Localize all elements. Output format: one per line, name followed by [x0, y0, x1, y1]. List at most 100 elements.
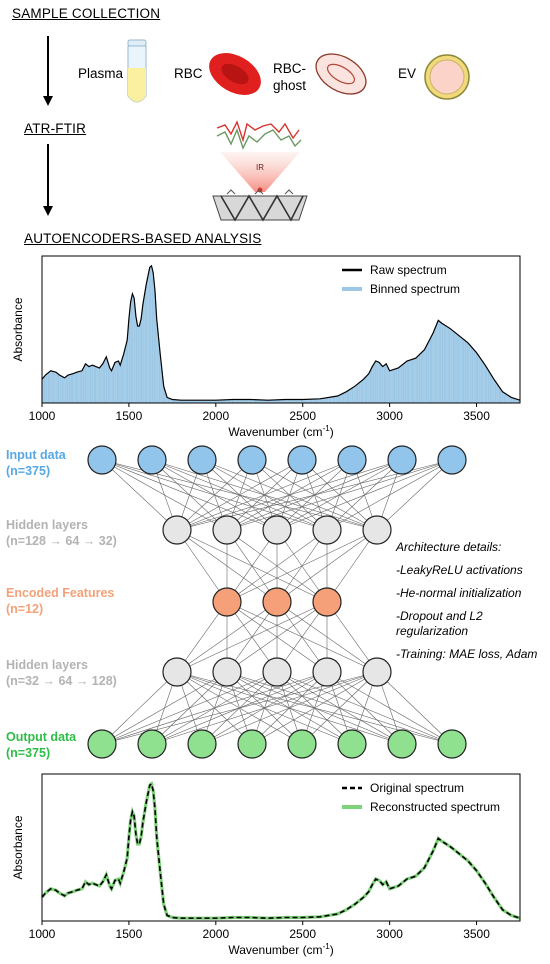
encoded-layer-nodes: [212, 587, 342, 617]
connection: [176, 459, 303, 531]
connection: [226, 529, 378, 603]
connection: [101, 671, 328, 745]
network-node: [437, 729, 467, 759]
legend-label: Binned spectrum: [370, 282, 460, 296]
network-node: [362, 657, 392, 687]
connection: [226, 601, 328, 673]
sample-label-ev: EV: [398, 66, 417, 81]
arrow-down-icon: [43, 206, 53, 216]
connection: [376, 671, 453, 745]
network-node: [337, 445, 367, 475]
x-tick-label: 2000: [202, 409, 229, 423]
network-node: [362, 515, 392, 545]
rbc-ghost-line2: ghost: [273, 78, 307, 93]
input-layer-title: Input data: [6, 448, 66, 462]
x-tick-label: 2000: [202, 927, 229, 941]
x-tick-label: 2500: [289, 927, 316, 941]
ir-spectrum-green: [216, 128, 302, 150]
y-axis-label: Absorbance: [11, 297, 25, 361]
architecture-title: Architecture details:: [396, 540, 502, 554]
connection: [101, 671, 228, 745]
legend-label: Reconstructed spectrum: [370, 800, 500, 814]
atr-crystal: [212, 195, 308, 221]
hidden2-layer-title: Hidden layers: [6, 658, 88, 672]
network-node: [87, 729, 117, 759]
ir-spectrum-red: [216, 120, 300, 143]
connection: [176, 459, 253, 531]
original-spectrum-line: [41, 782, 521, 920]
output-layer-title: Output data: [6, 730, 77, 744]
input-layer-nodes: [87, 445, 467, 475]
network-node: [262, 657, 292, 687]
connection: [326, 529, 378, 603]
architecture-item: -Dropout and L2: [396, 609, 483, 623]
network-node: [137, 729, 167, 759]
connection: [276, 529, 378, 603]
output-layer-count: (n=375): [6, 746, 51, 760]
x-tick-label: 3000: [376, 927, 403, 941]
network-node: [212, 587, 242, 617]
connection: [101, 671, 278, 745]
architecture-item: -Training: MAE loss, Adam: [396, 647, 538, 661]
network-node: [237, 445, 267, 475]
plasma-tube-icon: [127, 39, 147, 103]
network-node: [437, 445, 467, 475]
legend-label: Original spectrum: [370, 781, 464, 795]
rbc-ghost-line1: RBC-: [273, 61, 306, 76]
network-node: [287, 729, 317, 759]
network-node: [237, 729, 267, 759]
connection: [376, 459, 453, 531]
section-title-sample-collection: SAMPLE COLLECTION: [12, 6, 161, 21]
network-node: [387, 729, 417, 759]
x-tick-label: 1500: [116, 927, 143, 941]
network-node: [312, 657, 342, 687]
hidden2-layer-nodes: [162, 657, 392, 687]
hidden2-layer-label: Hidden layers (n=32 → 64 → 128): [6, 657, 117, 689]
connection: [226, 459, 453, 531]
hidden1-layer-label: Hidden layers (n=128 → 64 → 32): [6, 517, 117, 549]
connection: [176, 459, 403, 531]
x-tick-label: 3500: [463, 927, 490, 941]
architecture-item: -He-normal initialization: [396, 586, 522, 600]
output-layer-label: Output data (n=375): [6, 729, 76, 761]
architecture-item: regularization: [396, 624, 469, 638]
connection: [176, 459, 353, 531]
hidden1-layer-title: Hidden layers: [6, 518, 88, 532]
x-tick-label: 1000: [29, 927, 56, 941]
architecture-details: Architecture details: -LeakyReLU activat…: [396, 540, 546, 662]
connection: [176, 601, 278, 673]
network-node: [162, 515, 192, 545]
connection: [276, 459, 453, 531]
atr-ftir-illustration: IR: [212, 120, 308, 222]
x-tick-label: 1000: [29, 409, 56, 423]
x-tick-label: 2500: [289, 409, 316, 423]
connection: [101, 671, 178, 745]
encoded-layer-label: Encoded Features (n=12): [6, 585, 114, 617]
network-node: [312, 515, 342, 545]
network-node: [187, 445, 217, 475]
binned-bars: [41, 266, 521, 403]
network-node: [262, 587, 292, 617]
hidden2-layer-count: (n=32 → 64 → 128): [6, 674, 117, 688]
sample-label-rbc: RBC: [174, 66, 203, 81]
architecture-item: -LeakyReLU activations: [396, 563, 523, 577]
section-title-autoencoders: AUTOENCODERS-BASED ANALYSIS: [24, 231, 262, 246]
network-node: [87, 445, 117, 475]
connection: [251, 671, 378, 745]
input-layer-label: Input data (n=375): [6, 447, 66, 479]
connection: [101, 459, 178, 531]
connection: [301, 671, 378, 745]
x-tick-label: 3000: [376, 409, 403, 423]
x-tick-label: 1500: [116, 409, 143, 423]
connection: [176, 601, 328, 673]
ir-beam: [220, 152, 300, 192]
network-node: [212, 657, 242, 687]
ir-label: IR: [256, 163, 264, 172]
connection: [201, 671, 378, 745]
network-node: [137, 445, 167, 475]
x-tick-label: 3500: [463, 409, 490, 423]
